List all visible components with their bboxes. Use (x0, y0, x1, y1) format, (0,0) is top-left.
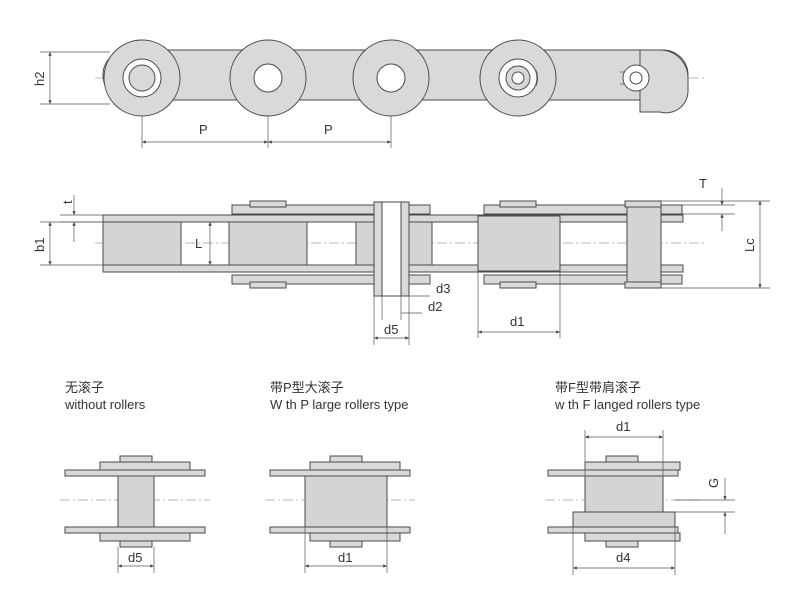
variant-without-rollers: d5 (60, 455, 210, 573)
pin-head (249, 200, 287, 208)
plate-top (269, 469, 411, 477)
end-pin (626, 206, 662, 283)
d2-label: d2 (428, 299, 442, 314)
G-label: G (706, 478, 721, 488)
pin-center (511, 71, 525, 85)
L-label: L (195, 236, 202, 251)
pin-head (605, 455, 639, 463)
pin-head (329, 455, 363, 463)
inner-plate-bottom (309, 532, 401, 542)
variant-1-d5-label: d5 (128, 550, 142, 565)
variant-p-large-rollers: d1 (265, 455, 415, 573)
plate-bottom (547, 526, 679, 534)
T-label: T (699, 176, 707, 191)
roller (102, 221, 182, 266)
inner-plate-bottom (99, 532, 191, 542)
variant-1-en: without rollers (64, 397, 146, 412)
section-view: t b1 L T Lc d3 d2 d5 d1 (32, 176, 770, 345)
plate-bottom (269, 526, 411, 534)
pin-head (119, 455, 153, 463)
h2-label: h2 (32, 72, 47, 86)
end-link-plate (639, 49, 689, 114)
pin-center (629, 71, 643, 85)
roller-flange (572, 511, 676, 528)
plate-top (64, 469, 206, 477)
inner-plate-bottom (584, 532, 681, 542)
variant-3-zh: 带F型带肩滚子 (555, 380, 641, 395)
b1-label: b1 (32, 238, 47, 252)
pin-head (119, 540, 153, 548)
pin-end (128, 64, 156, 92)
pin-head (624, 200, 662, 208)
inner-plate-top (309, 461, 401, 471)
variant-3-en: w th F langed rollers type (554, 397, 700, 412)
variant-2-d1-label: d1 (338, 550, 352, 565)
inner-plate-top-right (483, 204, 683, 215)
flanged-roller-body (584, 475, 664, 513)
large-roller (477, 215, 561, 272)
inner-plate-top (99, 461, 191, 471)
pin-head (499, 200, 537, 208)
pin-hole (253, 63, 283, 93)
d5-label: d5 (384, 322, 398, 337)
retaining-clip (535, 69, 538, 87)
pin-head (249, 281, 287, 289)
pin-bore (381, 201, 402, 297)
inner-plate-top (584, 461, 681, 471)
variant-3-d4-label: d4 (616, 550, 630, 565)
plate-top (547, 469, 679, 477)
top-view: h2 P P (32, 39, 705, 148)
pitch-label-2: P (324, 122, 333, 137)
Lc-label: Lc (742, 238, 757, 252)
variant-3-d1-label: d1 (616, 419, 630, 434)
variant-2-zh: 带P型大滚子 (270, 380, 344, 395)
bush (117, 475, 155, 528)
large-roller (304, 475, 388, 528)
variant-1-zh: 无滚子 (65, 380, 104, 395)
clip-mark (620, 71, 624, 85)
d1-label: d1 (510, 314, 524, 329)
inner-plate-bottom (231, 274, 431, 285)
roller (228, 221, 308, 266)
inner-plate-top (231, 204, 431, 215)
pin-head (624, 281, 662, 289)
t-label: t (60, 200, 75, 204)
variant-f-flanged-rollers: d1 d4 G (545, 419, 735, 575)
d3-label: d3 (436, 281, 450, 296)
variant-2-en: W th P large rollers type (270, 397, 408, 412)
pin-hole (376, 63, 406, 93)
pin-head (329, 540, 363, 548)
pitch-label-1: P (199, 122, 208, 137)
plate-bottom (64, 526, 206, 534)
pin-head (499, 281, 537, 289)
inner-plate-bottom-right (483, 274, 683, 285)
pin-head (605, 540, 639, 548)
